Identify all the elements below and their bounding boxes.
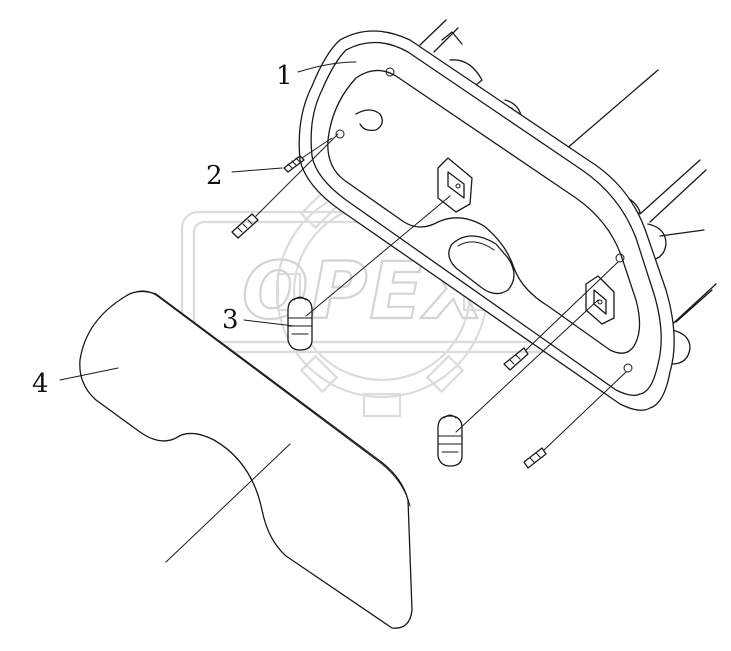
part-2-screws xyxy=(231,133,627,469)
callout-leaders xyxy=(59,61,357,381)
callout-1: 1 xyxy=(276,61,293,91)
callout-3: 3 xyxy=(222,305,239,335)
part-4-cover-plate xyxy=(79,290,413,629)
part-3-bulbs xyxy=(287,195,599,467)
callout-2: 2 xyxy=(206,161,223,191)
part-1-instrument-housing xyxy=(298,19,717,411)
callout-4: 4 xyxy=(32,369,49,399)
